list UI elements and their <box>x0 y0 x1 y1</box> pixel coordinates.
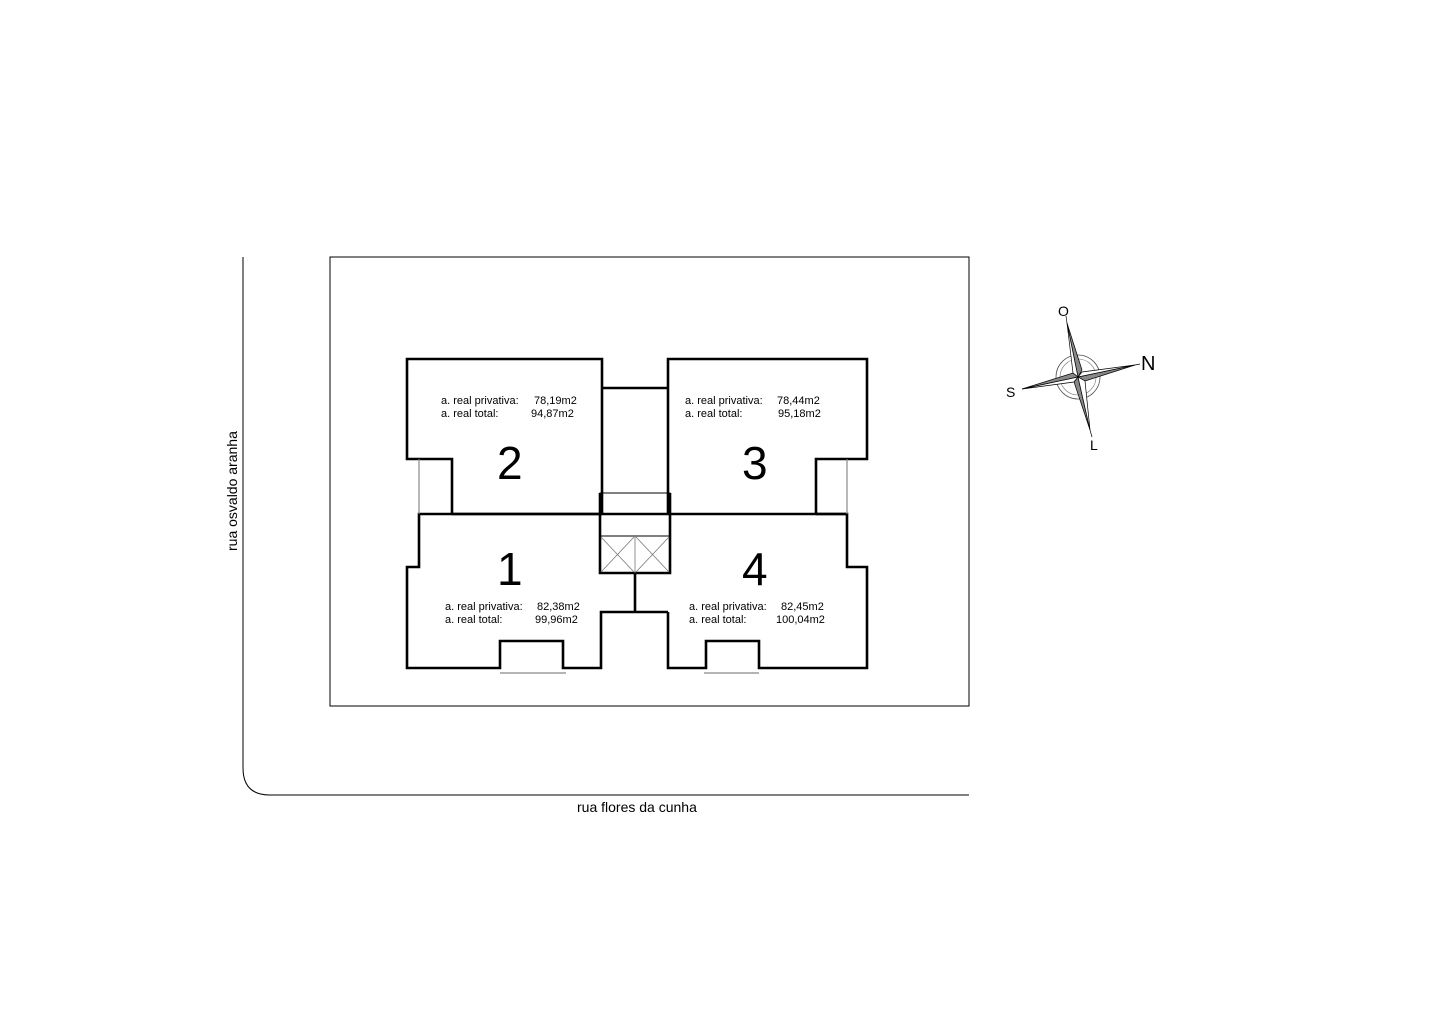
unit-4-total-label: a. real total: <box>689 614 746 626</box>
compass-south: S <box>1006 384 1015 400</box>
unit-4-walls <box>666 512 869 670</box>
unit-3-walls <box>666 357 869 514</box>
compass-north: N <box>1141 353 1155 375</box>
unit-4-number: 4 <box>742 543 768 595</box>
unit-2-total-area: 94,87m2 <box>531 408 574 420</box>
unit-2-private-label: a. real privativa: <box>441 395 519 407</box>
unit-2-walls <box>405 357 604 514</box>
compass-east: L <box>1090 437 1098 453</box>
elevator-shafts <box>600 536 670 573</box>
unit-2-total-label: a. real total: <box>441 408 498 420</box>
unit-3-total-label: a. real total: <box>685 408 742 420</box>
unit-1-number: 1 <box>497 543 523 595</box>
unit-1-total-label: a. real total: <box>445 614 502 626</box>
unit-3-total-area: 95,18m2 <box>778 408 821 420</box>
unit-4-private-area: 82,45m2 <box>781 601 824 613</box>
unit-4-private-label: a. real privativa: <box>689 601 767 613</box>
street-label-bottom: rua flores da cunha <box>577 799 697 815</box>
unit-3-number: 3 <box>742 437 768 489</box>
compass-west: O <box>1058 303 1069 319</box>
street-edge <box>242 257 969 796</box>
unit-4-total-area: 100,04m2 <box>776 614 825 626</box>
compass-rose-icon <box>1021 315 1141 438</box>
street-label-left: rua osvaldo aranha <box>224 431 240 551</box>
unit-2-private-area: 78,19m2 <box>534 395 577 407</box>
unit-1-private-area: 82,38m2 <box>537 601 580 613</box>
lot-boundary <box>329 256 970 707</box>
unit-1-private-label: a. real privativa: <box>445 601 523 613</box>
unit-2-number: 2 <box>497 437 523 489</box>
unit-1-total-area: 99,96m2 <box>535 614 578 626</box>
unit-1-walls <box>405 512 668 670</box>
unit-3-private-label: a. real privativa: <box>685 395 763 407</box>
unit-3-private-area: 78,44m2 <box>777 395 820 407</box>
